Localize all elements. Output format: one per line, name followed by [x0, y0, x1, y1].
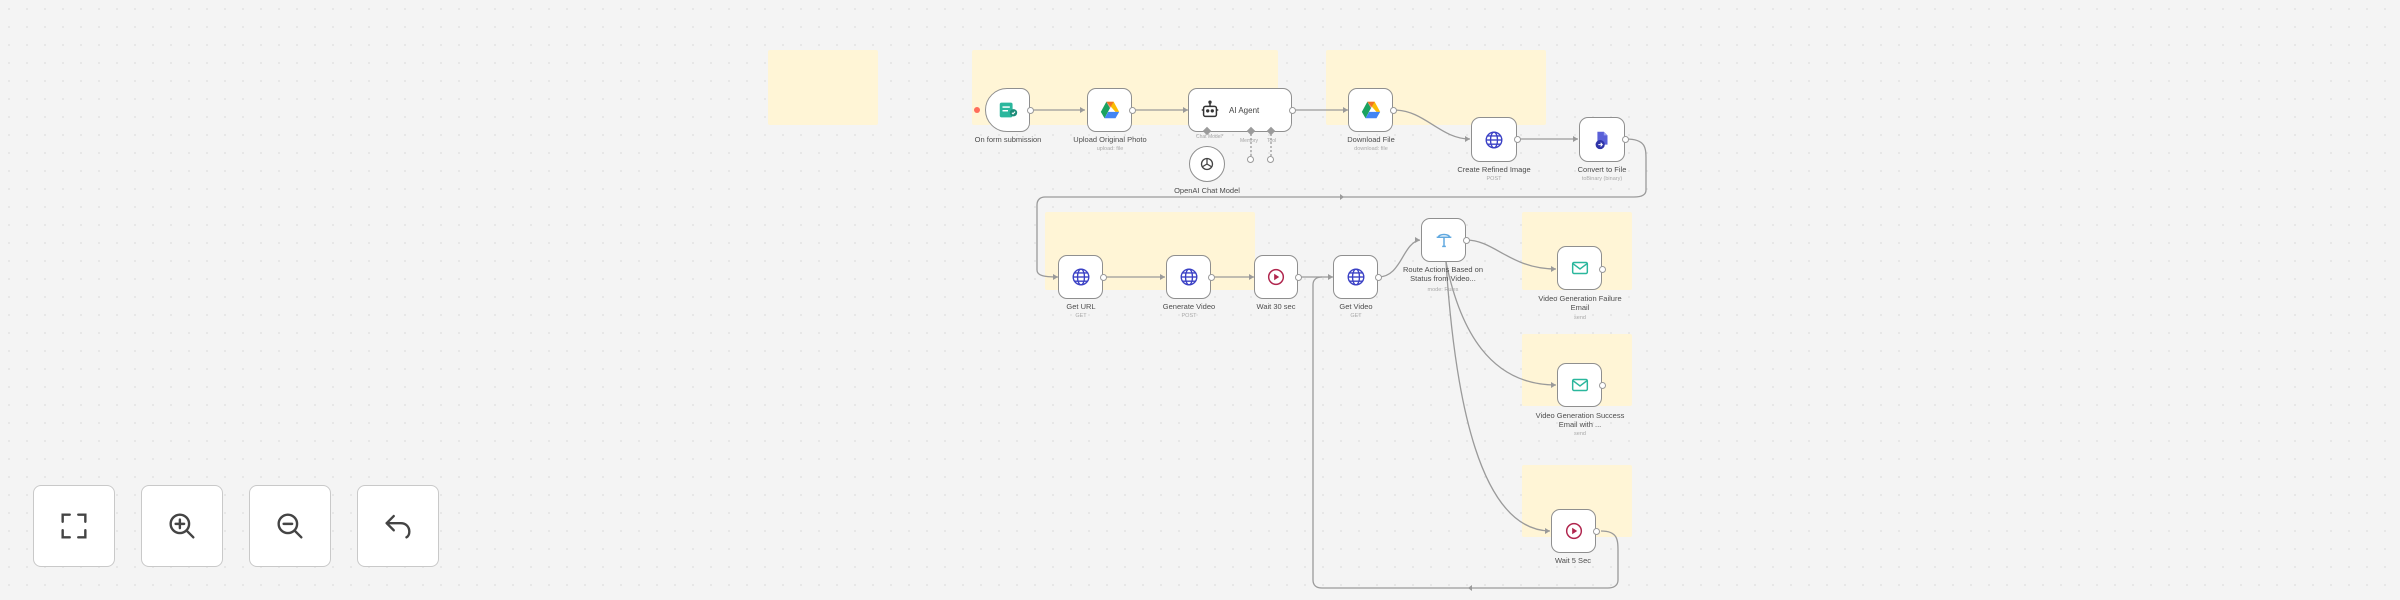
- node-subtitle: download: file: [1354, 146, 1388, 152]
- node-title: Generate Video: [1162, 302, 1216, 311]
- node-create-refined-image[interactable]: [1471, 117, 1517, 162]
- fit-view-button[interactable]: [33, 485, 115, 567]
- zoom-out-button[interactable]: [249, 485, 331, 567]
- wait-icon: [1265, 266, 1287, 288]
- undo-icon: [385, 514, 411, 539]
- fit-view-icon: [61, 513, 87, 539]
- node-wait-30-sec[interactable]: [1254, 255, 1298, 299]
- node-title: On form submission: [974, 135, 1042, 144]
- globe-icon: [1178, 266, 1200, 288]
- output-port[interactable]: [1622, 136, 1629, 143]
- email-icon: [1569, 257, 1591, 279]
- node-route-actions[interactable]: [1421, 218, 1466, 262]
- node-convert-to-file[interactable]: [1579, 117, 1625, 162]
- output-port[interactable]: [1463, 237, 1470, 244]
- globe-icon: [1483, 129, 1505, 151]
- node-subtitle: POST: [1486, 176, 1502, 182]
- output-port[interactable]: [1289, 107, 1296, 114]
- trigger-indicator: [974, 107, 980, 113]
- port-label-memory: Memory: [1240, 138, 1259, 144]
- node-download-file[interactable]: [1348, 88, 1393, 132]
- node-subtitle: mode: Rules: [1427, 287, 1459, 293]
- switch-icon: [1433, 229, 1455, 251]
- node-title: Route Actions Based on Status from Video…: [1402, 265, 1484, 283]
- output-port[interactable]: [1514, 136, 1521, 143]
- node-generate-video[interactable]: [1166, 255, 1211, 299]
- node-subtitle: toBinary (binary): [1581, 176, 1623, 182]
- convert-file-icon: [1591, 129, 1613, 151]
- zoom-in-icon: [169, 513, 195, 539]
- node-wait-5-sec[interactable]: [1551, 509, 1596, 553]
- form-trigger-icon: [997, 99, 1019, 121]
- node-title: Convert to File: [1577, 165, 1627, 174]
- node-title: Upload Original Photo: [1073, 135, 1147, 144]
- output-port[interactable]: [1100, 274, 1107, 281]
- node-title: OpenAI Chat Model: [1174, 186, 1240, 195]
- node-get-url[interactable]: [1058, 255, 1103, 299]
- node-subtitle: send: [1574, 315, 1586, 321]
- zoom-out-icon: [277, 513, 303, 539]
- node-subtitle: upload: file: [1096, 146, 1124, 152]
- output-port[interactable]: [1295, 274, 1302, 281]
- node-subtitle: GET: [1350, 313, 1362, 319]
- node-title: AI Agent: [1229, 105, 1260, 115]
- zoom-in-button[interactable]: [141, 485, 223, 567]
- node-failure-email[interactable]: [1557, 246, 1602, 290]
- add-tool-port[interactable]: [1267, 156, 1274, 163]
- output-port[interactable]: [1599, 266, 1606, 273]
- output-port[interactable]: [1129, 107, 1136, 114]
- output-port[interactable]: [1027, 107, 1034, 114]
- port-label-tool: Tool: [1267, 138, 1277, 144]
- google-drive-icon: [1099, 99, 1121, 121]
- node-title: Wait 30 sec: [1256, 302, 1296, 311]
- node-ai-agent[interactable]: AI Agent: [1188, 88, 1292, 132]
- output-port[interactable]: [1390, 107, 1397, 114]
- node-subtitle: send: [1574, 431, 1586, 437]
- email-icon: [1569, 374, 1591, 396]
- output-port[interactable]: [1593, 528, 1600, 535]
- output-port[interactable]: [1208, 274, 1215, 281]
- globe-icon: [1345, 266, 1367, 288]
- node-get-video[interactable]: [1333, 255, 1378, 299]
- node-title: Video Generation Failure Email: [1538, 294, 1622, 312]
- port-label-chat-model: Chat Model*: [1196, 134, 1224, 140]
- node-title: Download File: [1347, 135, 1395, 144]
- reset-zoom-button[interactable]: [357, 485, 439, 567]
- output-port[interactable]: [1375, 274, 1382, 281]
- node-title: Video Generation Success Email with ...: [1535, 411, 1625, 429]
- node-openai-chat-model[interactable]: [1189, 146, 1225, 182]
- node-title: Get Video: [1339, 302, 1373, 311]
- node-upload-original-photo[interactable]: [1087, 88, 1132, 132]
- wait-icon: [1563, 520, 1585, 542]
- node-success-email[interactable]: [1557, 363, 1602, 407]
- openai-icon: [1196, 153, 1218, 175]
- node-title: Get URL: [1066, 302, 1096, 311]
- sticky-note[interactable]: [768, 50, 878, 125]
- node-title: Create Refined Image: [1457, 165, 1531, 174]
- add-memory-port[interactable]: [1247, 156, 1254, 163]
- node-subtitle: POST: [1181, 313, 1197, 319]
- robot-icon: [1199, 99, 1221, 121]
- output-port[interactable]: [1599, 382, 1606, 389]
- google-drive-icon: [1360, 99, 1382, 121]
- node-title: Wait 5 Sec: [1555, 556, 1591, 565]
- node-form-trigger[interactable]: [985, 88, 1030, 132]
- node-subtitle: GET: [1075, 313, 1087, 319]
- globe-icon: [1070, 266, 1092, 288]
